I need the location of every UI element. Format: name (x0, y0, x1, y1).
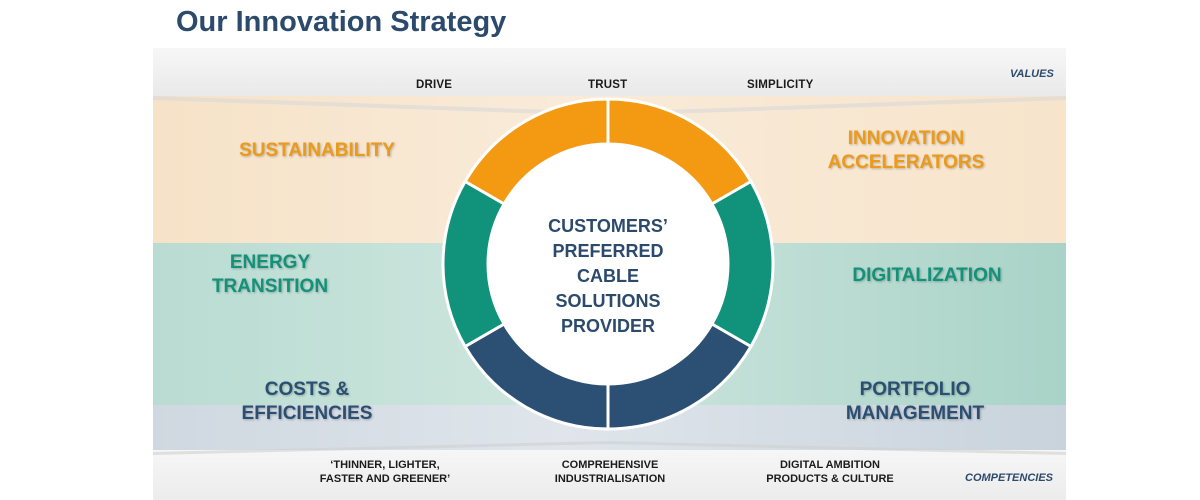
competency-industrialisation: COMPREHENSIVE INDUSTRIALISATION (530, 458, 690, 486)
pillar-portfolio-line-1: PORTFOLIO (859, 379, 971, 400)
pillar-costs-line-2: EFFICIENCIES (241, 403, 373, 424)
competency-1-line-2: FASTER AND GREENER’ (319, 473, 451, 485)
pillar-sustainability: SUSTAINABILITY (222, 139, 412, 163)
value-trust: TRUST (588, 79, 628, 91)
competencies-band (153, 450, 1066, 500)
value-drive: DRIVE (416, 79, 453, 91)
pillar-sustainability-line: SUSTAINABILITY (239, 140, 395, 161)
competency-thinner-lighter: ‘THINNER, LIGHTER, FASTER AND GREENER’ (300, 458, 470, 486)
pillar-energy-line-1: ENERGY (229, 252, 311, 273)
pillar-digitalization-line: DIGITALIZATION (852, 265, 1002, 286)
center-line-5: PROVIDER (560, 316, 656, 336)
values-band (153, 48, 1066, 96)
competency-2-line-1: COMPREHENSIVE (561, 459, 659, 471)
competency-1-line-1: ‘THINNER, LIGHTER, (330, 459, 440, 471)
center-line-2: PREFERRED (552, 241, 664, 261)
pillar-energy-line-2: TRANSITION (211, 276, 329, 297)
center-statement: CUSTOMERS’ PREFERRED CABLE SOLUTIONS PRO… (510, 214, 706, 339)
value-simplicity: SIMPLICITY (747, 79, 814, 91)
pillar-digitalization: DIGITALIZATION (832, 264, 1022, 288)
center-line-1: CUSTOMERS’ (548, 216, 668, 236)
page-title: Our Innovation Strategy (176, 6, 507, 38)
competency-3-line-1: DIGITAL AMBITION (779, 459, 880, 471)
pillar-costs-efficiencies: COSTS & EFFICIENCIES (222, 378, 392, 426)
competency-digital-ambition: DIGITAL AMBITION PRODUCTS & CULTURE (745, 458, 915, 486)
competency-3-line-2: PRODUCTS & CULTURE (766, 473, 894, 485)
competency-2-line-2: INDUSTRIALISATION (554, 473, 666, 485)
pillar-energy-transition: ENERGY TRANSITION (190, 251, 350, 299)
pillar-innovation-line-2: ACCELERATORS (827, 152, 985, 173)
ring-center-circle (488, 144, 728, 384)
pillar-innovation-accelerators: INNOVATION ACCELERATORS (806, 127, 1006, 175)
ring-segments (441, 97, 775, 431)
pillar-costs-line-1: COSTS & (264, 379, 350, 400)
pillar-innovation-line-1: INNOVATION (847, 128, 965, 149)
center-line-4: SOLUTIONS (555, 291, 661, 311)
center-line-3: CABLE (577, 266, 639, 286)
pillar-portfolio-line-2: MANAGEMENT (845, 403, 985, 424)
pillar-portfolio-management: PORTFOLIO MANAGEMENT (830, 378, 1000, 426)
competencies-tag: COMPETENCIES (965, 472, 1054, 484)
values-tag: VALUES (1010, 68, 1054, 80)
